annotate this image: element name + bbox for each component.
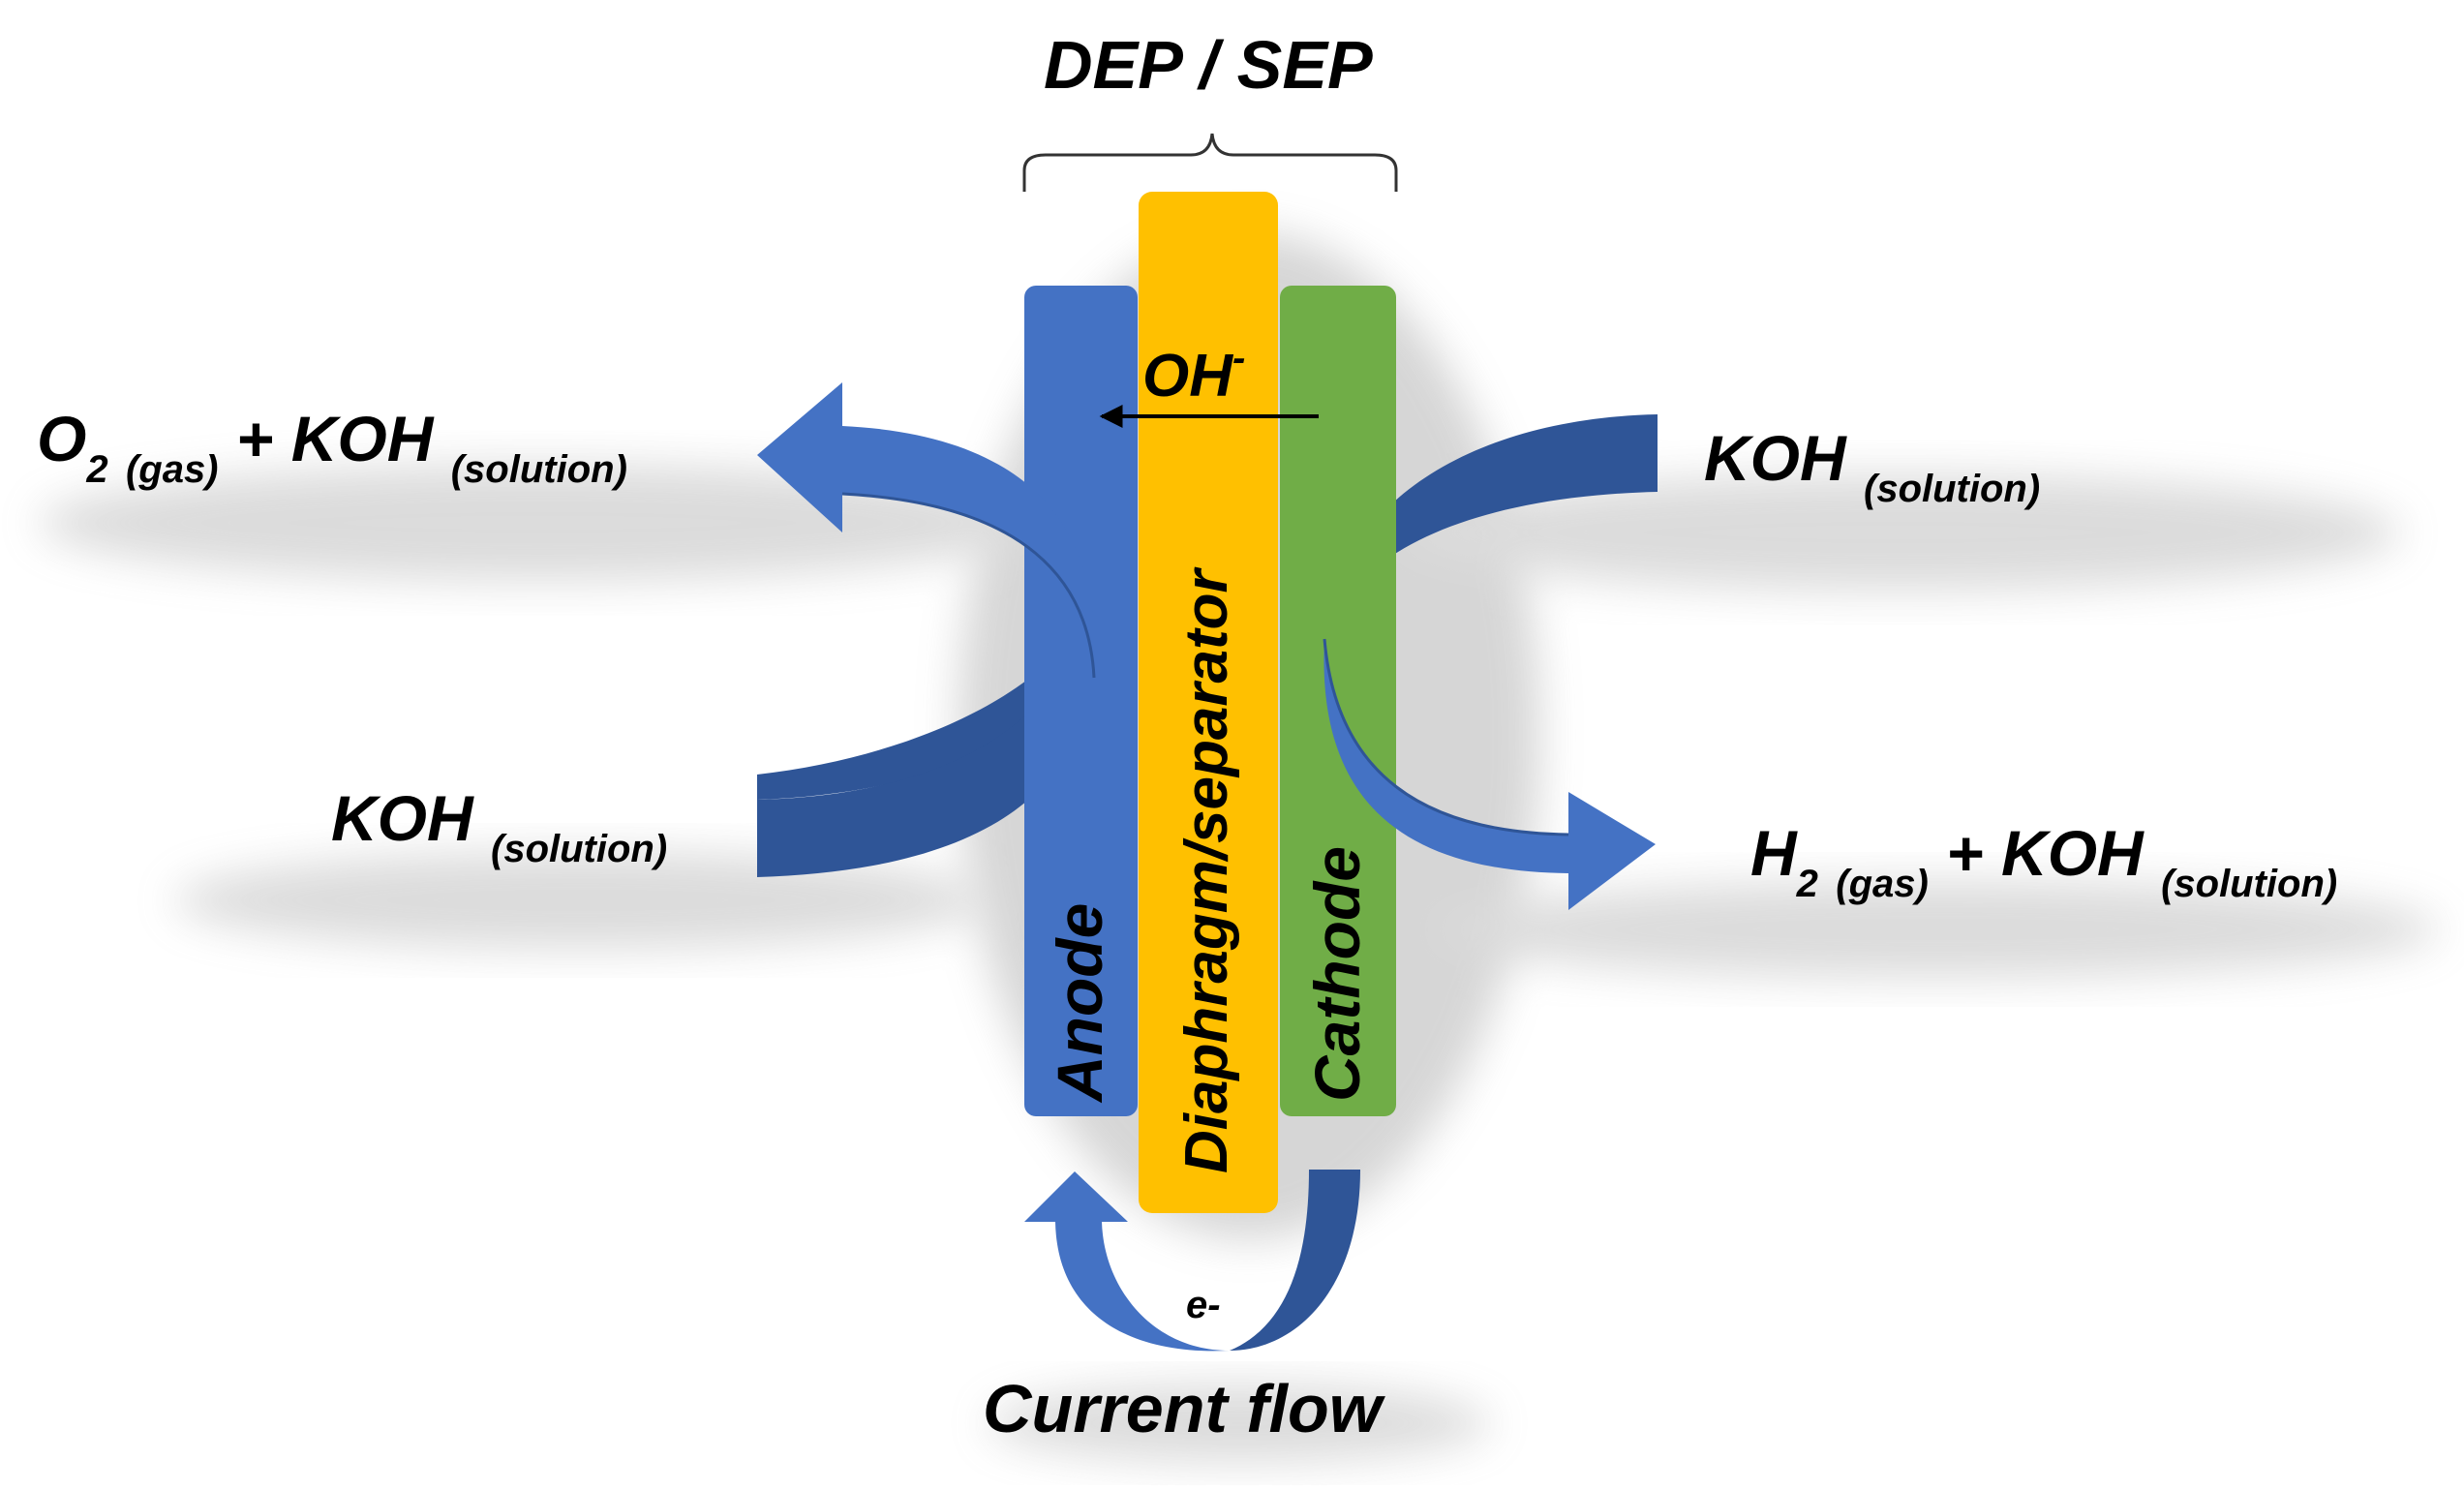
left-inlet-label: KOH (solution): [331, 782, 668, 870]
right-outlet-arrow: [1323, 639, 1656, 910]
left-outlet-arrow: [757, 382, 1096, 678]
cathode-label: Cathode: [1301, 846, 1373, 1102]
anode-label: Anode: [1044, 902, 1115, 1102]
electron-label: e-: [1186, 1284, 1221, 1326]
left-inlet-arrow: [757, 593, 1094, 877]
anode-plate: [1024, 286, 1138, 1116]
separator-plate: [1139, 192, 1278, 1213]
separator-label: Diaphragm/separator: [1173, 569, 1240, 1173]
right-inlet-arrow: [1324, 414, 1658, 639]
hydroxide-ion-label: OH-: [1142, 337, 1246, 410]
dep-sep-title: DEP / SEP: [1044, 27, 1373, 103]
current-flow-arrow-back: [1230, 1170, 1360, 1351]
left-outlet-arrow-edge: [841, 492, 1096, 679]
dep-sep-brace: [1022, 133, 1398, 192]
left-outlet-label: O2 (gas) + KOH (solution): [37, 403, 627, 491]
current-flow-arrow: [1024, 1171, 1230, 1352]
current-flow-label: Current flow: [983, 1371, 1383, 1446]
right-outlet-label: H2 (gas) + KOH (solution): [1750, 817, 2338, 905]
right-outlet-arrow-edge: [1323, 638, 1569, 836]
right-inlet-label: KOH (solution): [1704, 422, 2041, 510]
